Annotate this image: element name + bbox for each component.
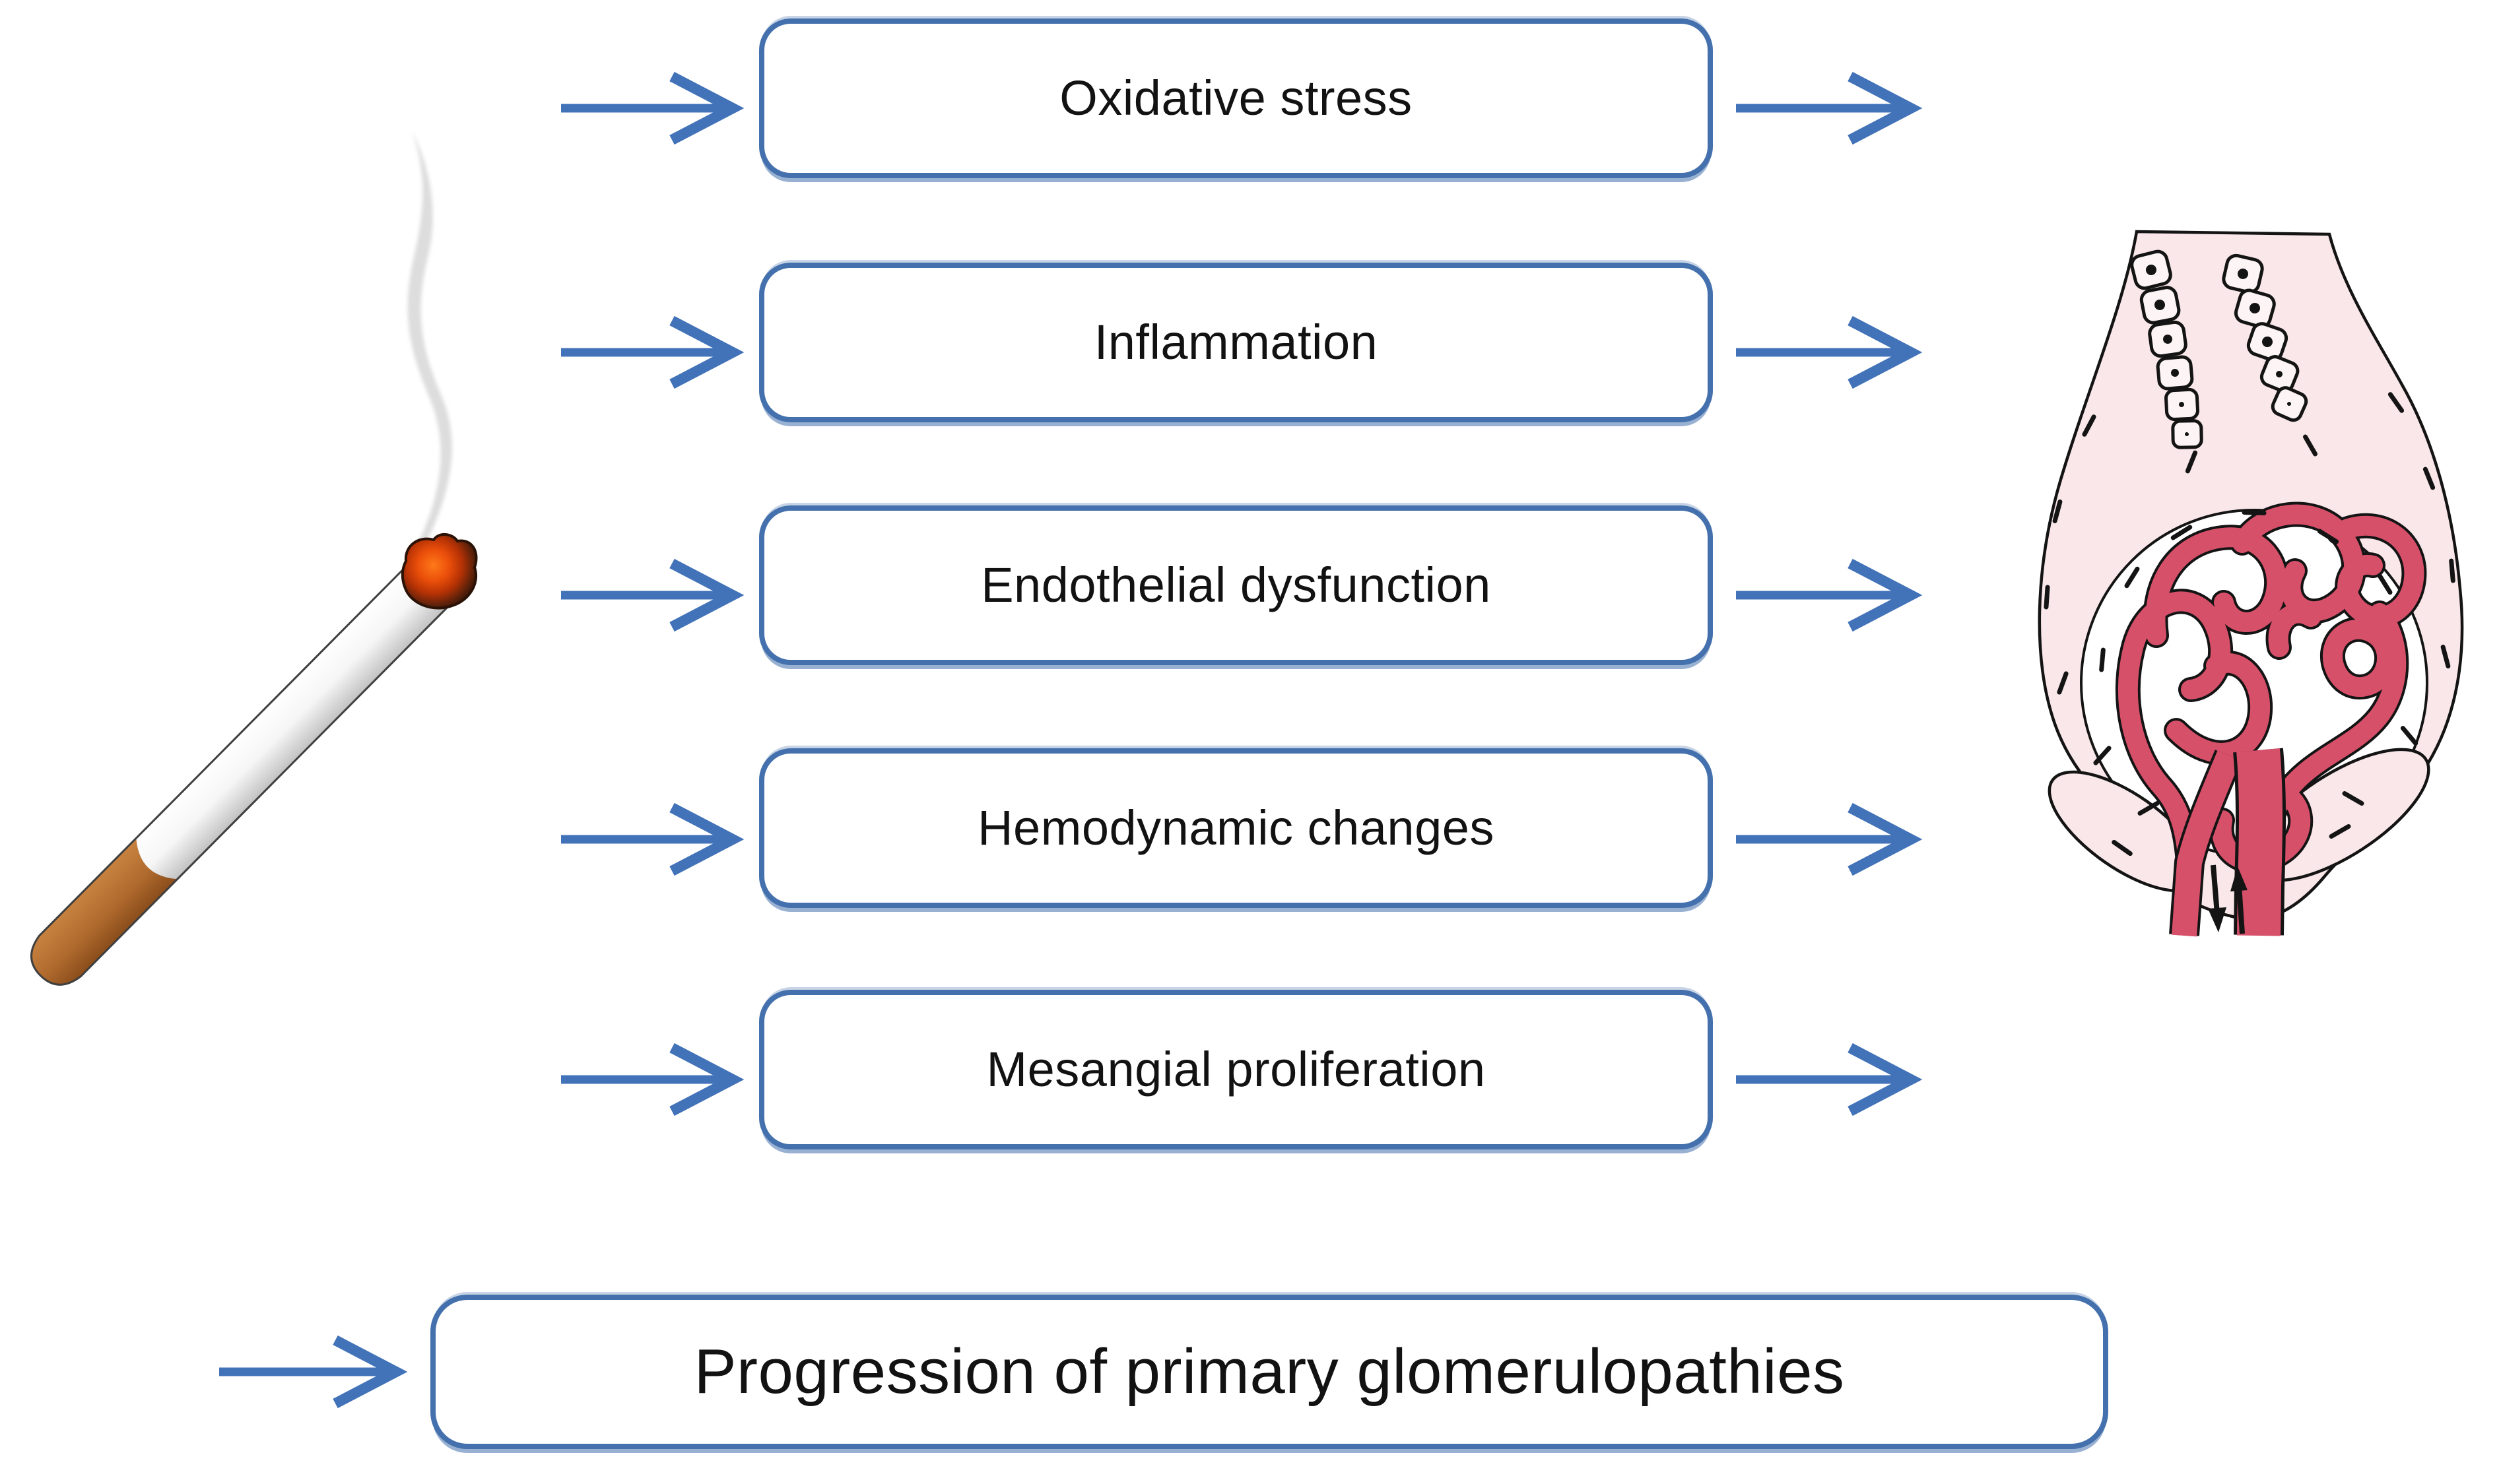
flow-arrow-right-2 — [1736, 315, 1923, 389]
box-label: Oxidative stress — [1059, 71, 1413, 126]
flow-arrow-right-4 — [1736, 802, 1923, 876]
cigarette-body — [30, 561, 453, 986]
flow-arrow-right-5 — [1736, 1043, 1923, 1116]
flow-arrow-left-3 — [561, 558, 745, 632]
glomerular-vessels — [2169, 748, 2286, 937]
box-label: Progression of primary glomerulopathies — [694, 1336, 1845, 1407]
smoke-wisp — [407, 131, 452, 544]
box-hemodynamic-changes: Hemodynamic changes — [759, 748, 1713, 908]
box-endothelial-dysfunction: Endothelial dysfunction — [759, 505, 1713, 665]
blood-flow-arrows — [2208, 864, 2248, 934]
flow-arrow-right-1 — [1736, 71, 1923, 145]
box-mesangial-proliferation: Mesangial proliferation — [759, 990, 1713, 1149]
flow-arrow-left-5 — [561, 1043, 745, 1116]
box-inflammation: Inflammation — [759, 263, 1713, 422]
box-progression-outcome: Progression of primary glomerulopathies — [430, 1295, 2108, 1449]
flow-arrow-left-2 — [561, 315, 745, 389]
box-label: Mesangial proliferation — [986, 1042, 1486, 1097]
glomerulus-icon — [2038, 230, 2464, 937]
box-label: Inflammation — [1094, 315, 1378, 370]
flow-arrow-left-1 — [561, 71, 745, 145]
ember — [401, 533, 478, 610]
cigarette-icon — [30, 131, 478, 986]
flow-arrow-outcome — [219, 1335, 408, 1409]
tubule-cells — [2130, 249, 2308, 449]
box-oxidative-stress: Oxidative stress — [759, 18, 1713, 178]
box-label: Hemodynamic changes — [978, 800, 1494, 856]
membrane-nuclei — [2044, 392, 2455, 856]
box-label: Endothelial dysfunction — [981, 558, 1491, 613]
flow-arrow-right-3 — [1736, 558, 1923, 632]
flow-arrow-left-4 — [561, 802, 745, 876]
